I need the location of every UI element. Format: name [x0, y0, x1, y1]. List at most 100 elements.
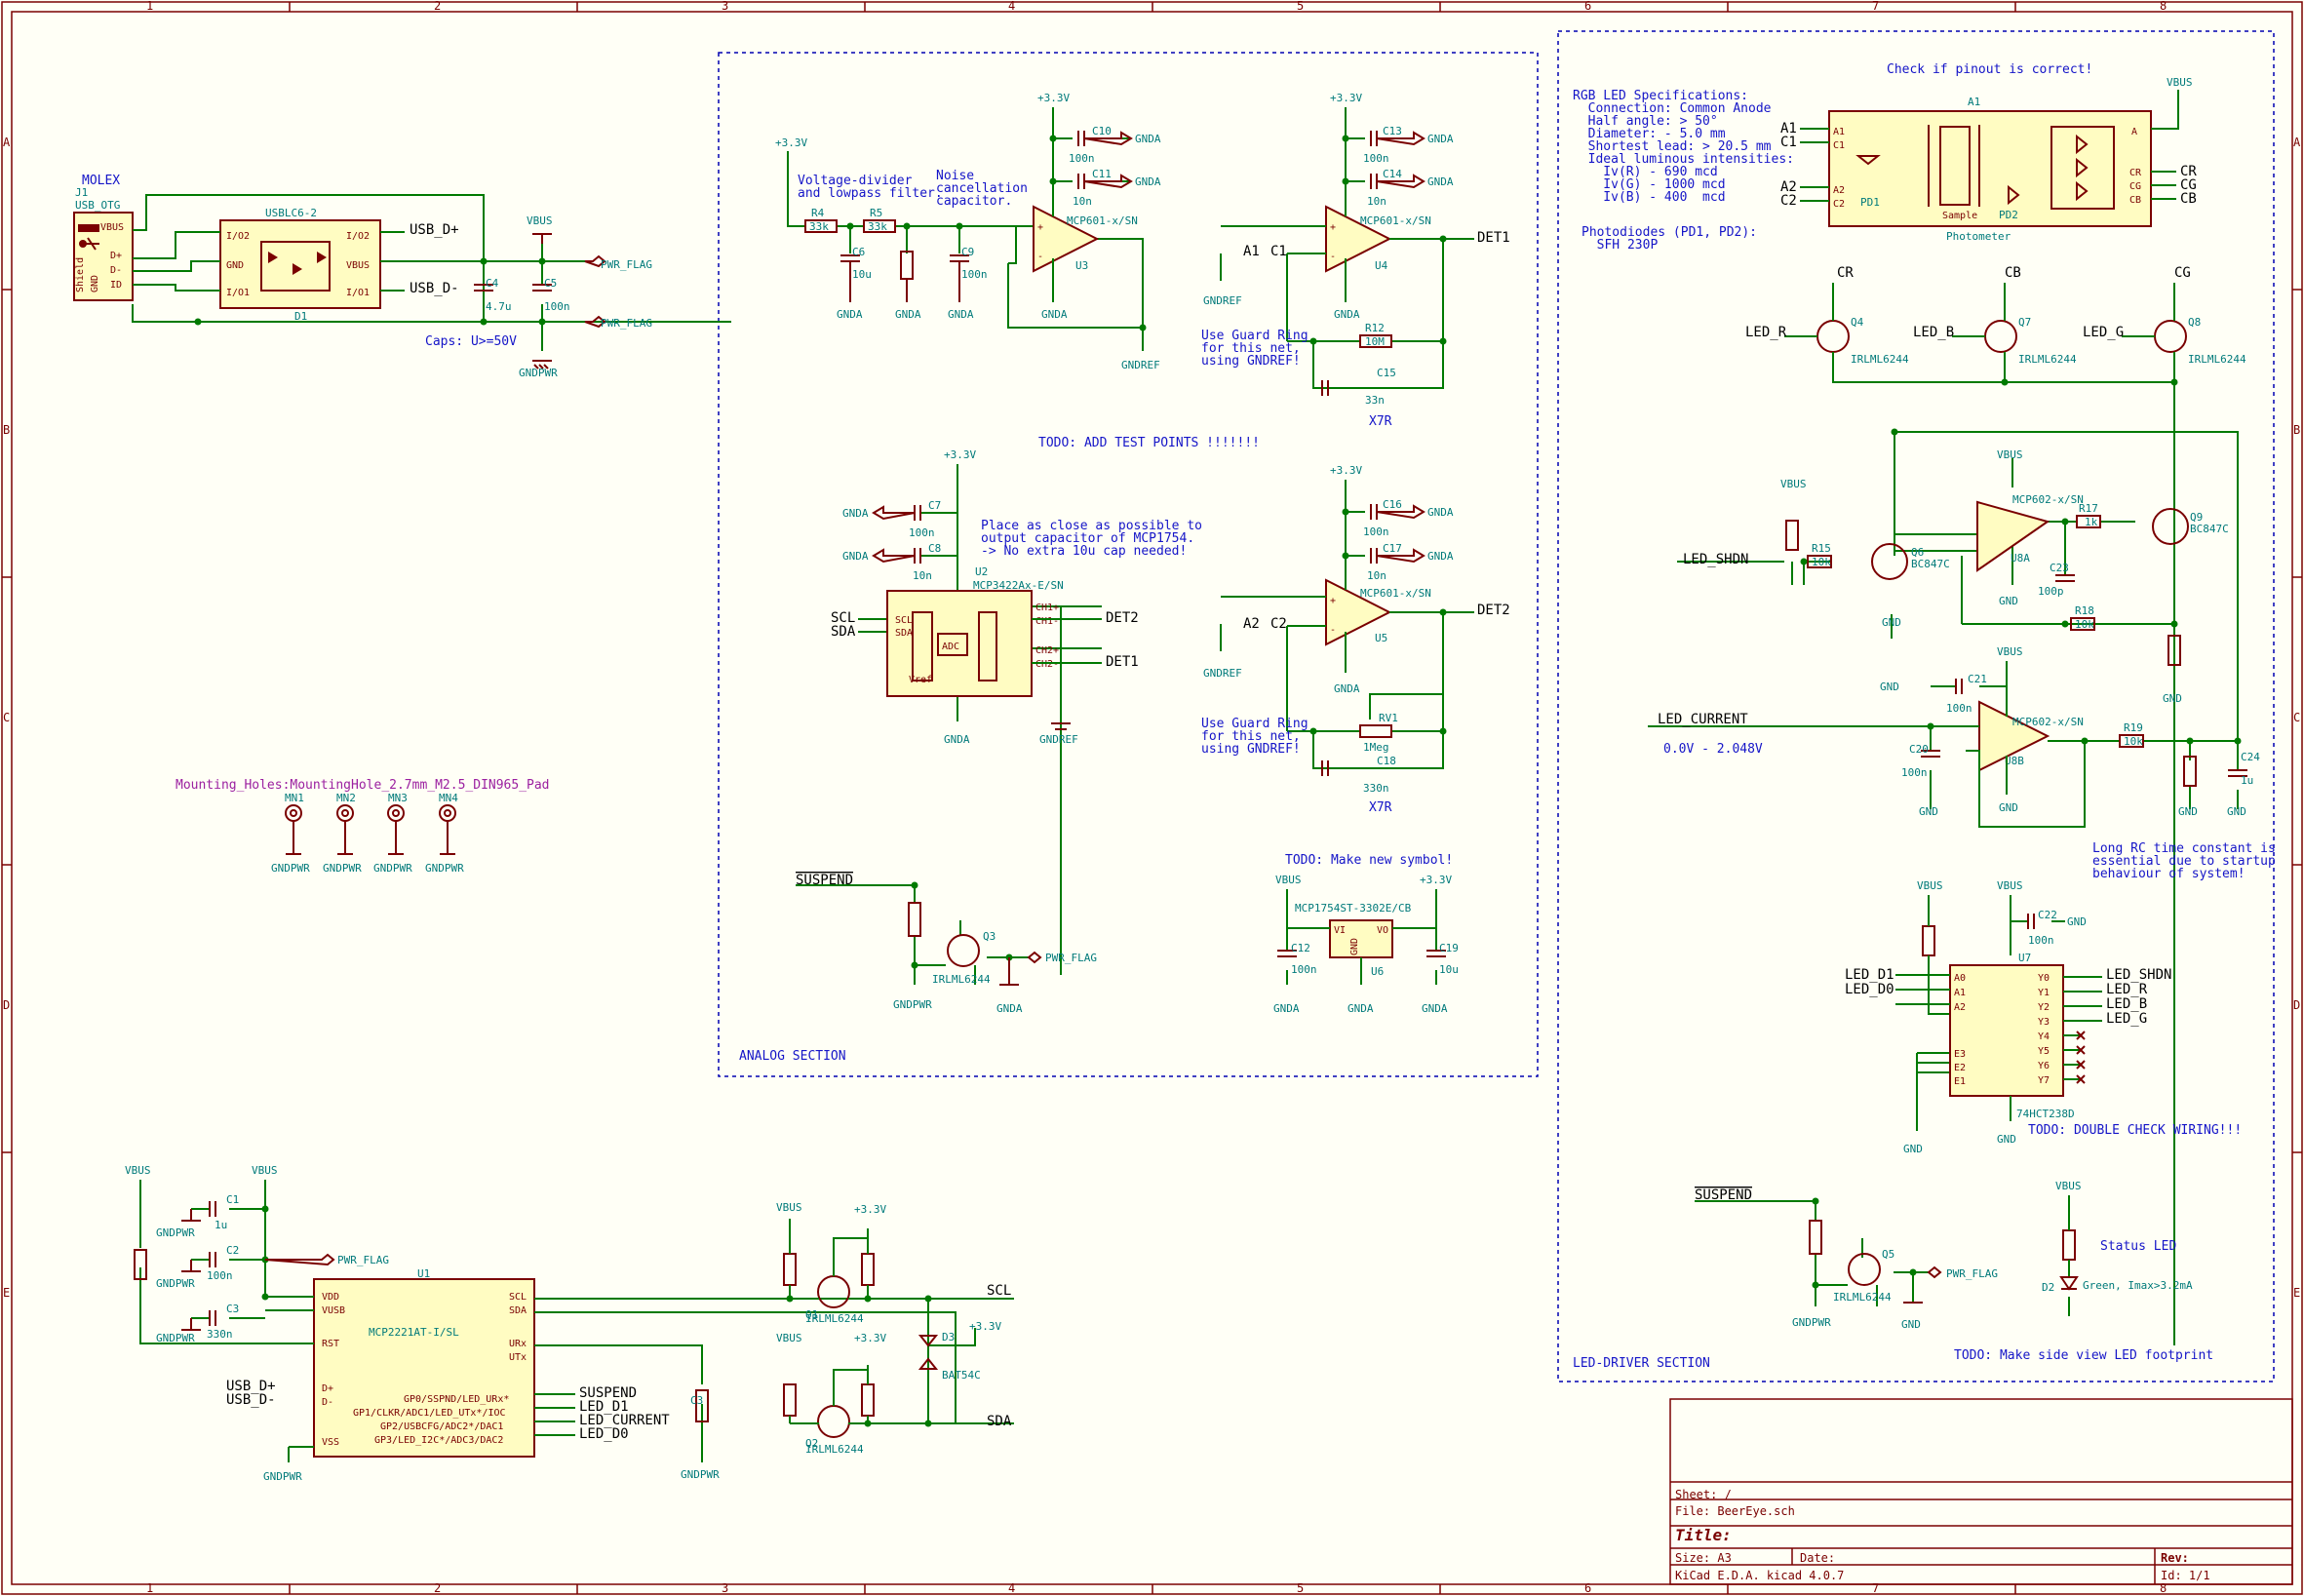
text-components-c6v: 10u [852, 268, 872, 281]
text-components-r15v: 10k [1812, 556, 1831, 568]
text-nets-a2: A2 [1780, 179, 1797, 195]
text-u7-pins-left-0: A0 [1954, 973, 1966, 984]
title-sheet: Sheet: / [1675, 1488, 1732, 1501]
text-components-q-val: IRLML6244 [2188, 353, 2246, 366]
text-components-q5: Q5 [1882, 1248, 1894, 1261]
text-notes-check-pinout: Check if pinout is correct! [1887, 62, 2092, 77]
shape-path [1928, 125, 1980, 207]
analog-section-label: ANALOG SECTION [739, 1049, 846, 1064]
text-nets-gnda: GNDA [1427, 133, 1454, 145]
usb-dp-label: USB_D+ [410, 222, 459, 238]
text-nets-v33: +3.3V [944, 448, 976, 461]
text-nets-gndref: GNDREF [1203, 667, 1242, 680]
shape-circle [1891, 428, 1898, 436]
j1-ref: J1 [75, 186, 88, 199]
text-nets-a1: A1 [1780, 121, 1797, 136]
title-file: File: BeerEye.sch [1675, 1504, 1795, 1518]
mounting-hole-label: Mounting_Holes:MountingHole_2.7mm_M2.5_D… [176, 778, 550, 793]
text-components-q-val: IRLML6244 [805, 1443, 864, 1456]
shape-circle [2061, 518, 2069, 526]
text-notes-todo-sym: TODO: Make new symbol! [1285, 853, 1453, 868]
title-block: Sheet: / File: BeerEye.sch Title: Size: … [1669, 1398, 2293, 1585]
text-components-bc: BC847C [1911, 558, 1950, 570]
text-nets-led-d1: LED_D1 [579, 1399, 629, 1415]
shape-text: VO [1377, 925, 1388, 936]
shape-text: C1 [1833, 140, 1845, 151]
text-u7-pins-right-4: Y4 [2038, 1032, 2050, 1042]
shape-text: ID [110, 280, 122, 291]
text-frame-columns-5: 6 [1584, 0, 1591, 13]
usb-bridge-block: U1 MCP2221AT-I/SL VDD VUSB RST D+ D- VSS… [125, 1164, 1014, 1483]
shape-circle [924, 1420, 932, 1427]
text-nets-gnda: GNDA [837, 308, 863, 321]
text-components-c9: C9 [961, 246, 974, 258]
q3-mosfet [947, 934, 980, 967]
shape-path [1077, 131, 1133, 189]
text-components-sample: Sample [1942, 211, 1977, 221]
d1-ref: D1 [294, 310, 307, 323]
text-components-c2v: 100n [207, 1269, 233, 1282]
shape-rect [900, 251, 914, 280]
shape-rect [2119, 734, 2144, 748]
shape-path [286, 821, 455, 855]
text-components-c4v: 4.7u [486, 300, 512, 313]
text-nets-gndref: GNDREF [1203, 294, 1242, 307]
text-components-q9: Q9 [2190, 511, 2203, 524]
shape-circle [1439, 727, 1447, 735]
shape-path [1321, 504, 1425, 776]
tia-u5: + - U5 MCP601-x/SN C16 100n C17 10n GNDA… [1201, 464, 1510, 815]
shape-text: I/O1 [346, 288, 370, 298]
text-nets-gndpwr: GNDPWR [893, 998, 932, 1011]
text-nets-vbus: VBUS [1997, 448, 2023, 461]
d1-value: USBLC6-2 [265, 207, 317, 219]
shape-circle [924, 1295, 932, 1303]
text-nets-pwr-flag: PWR_FLAG [337, 1254, 389, 1266]
text-nets-gndpwr: GNDPWR [263, 1470, 302, 1483]
text-u1-pins-11: GP1/CLKR/ADC1/LED_UTx*/IOC [353, 1408, 506, 1419]
text-components-u4-ref: U4 [1375, 259, 1388, 272]
text-notes-rgb-1: Connection: Common Anode [1573, 101, 1772, 116]
text-components-r4: R4 [811, 207, 825, 219]
text-nets-c1: C1 [1780, 135, 1797, 150]
text-nets-led-b: LED_B [1913, 325, 1954, 340]
shape-circle [1800, 558, 1808, 565]
det2-label-u2: DET2 [1106, 610, 1139, 626]
text-components-q6: Q6 [1911, 546, 1924, 559]
shape-circle [480, 257, 488, 265]
text-nets-usbdp: USB_D+ [226, 1379, 276, 1394]
text-nets-gndpwr: GNDPWR [323, 862, 362, 875]
shape-circle [194, 318, 202, 326]
text-notes-rgb-2: Half angle: > 50° [1573, 114, 1718, 129]
shape-circle [2081, 737, 2089, 745]
text-frame-columns-2: 3 [722, 1581, 728, 1595]
text-components-c20v: 100n [1901, 766, 1928, 779]
text-components-d3v: BAT54C [942, 1369, 981, 1382]
shape-text: - [1330, 252, 1336, 262]
text-notes-vdiv1: Voltage-divider [798, 174, 913, 188]
text-nets-cb: CB [2005, 265, 2021, 281]
text-nets-gndpwr: GNDPWR [519, 367, 558, 379]
text-components-c11v: 10n [1073, 195, 1092, 208]
text-components-c13v: 100n [1363, 152, 1389, 165]
text-notes-vrange: 0.0V - 2.048V [1663, 742, 1763, 757]
text-components-pd2: PD2 [1999, 209, 2018, 221]
text-u7-pins-left-5: E1 [1954, 1076, 1966, 1087]
text-components-r4v: 33k [809, 220, 829, 233]
u3-opamp [1033, 205, 1100, 273]
text-nets-gndpwr: GNDPWR [681, 1468, 720, 1481]
text-nets-gnda: GNDA [1135, 133, 1161, 145]
text-frame-columns-4: 5 [1297, 1581, 1304, 1595]
text-nets-cr: CR [1837, 265, 1854, 281]
text-notes-guard2-3: using GNDREF! [1201, 742, 1301, 757]
shape-path [1220, 480, 1444, 769]
shape-circle [285, 804, 302, 822]
shape-circle [2170, 620, 2178, 628]
shape-rect [2070, 617, 2095, 631]
text-u1-pins-0: VDD [322, 1292, 339, 1303]
text-components-bc: BC847C [2190, 523, 2229, 535]
text-frame-rows-4: E [2293, 1286, 2300, 1300]
text-frame-rows-3: D [3, 998, 10, 1012]
text-components-c8v: 10n [913, 569, 932, 582]
